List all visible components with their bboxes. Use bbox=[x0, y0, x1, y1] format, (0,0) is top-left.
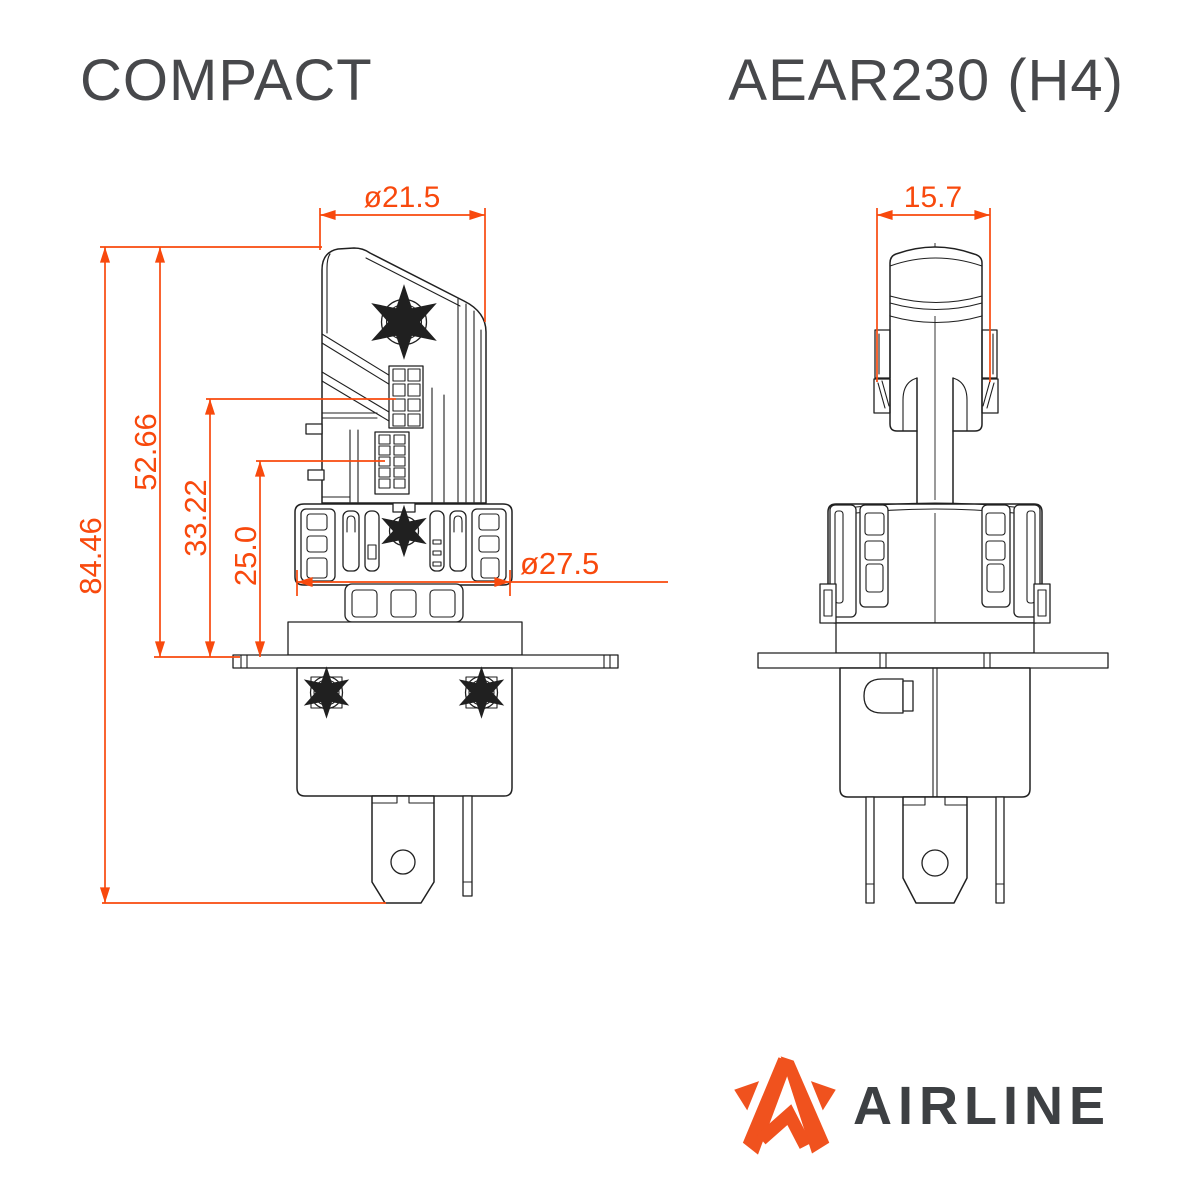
front-view bbox=[232, 247, 619, 904]
brand-logo: AIRLINE bbox=[731, 1056, 1111, 1156]
dimension-label: 52.66 bbox=[128, 413, 163, 491]
dimension-front-mid-height: 33.22 bbox=[178, 398, 396, 657]
torx-screw bbox=[380, 298, 428, 346]
model-title: AEAR230 (H4) bbox=[728, 48, 1124, 113]
dimension-front-upper-height: 52.66 bbox=[128, 246, 166, 657]
torx-screw bbox=[309, 675, 344, 710]
dimension-label: ø27.5 bbox=[520, 546, 599, 581]
dimension-front-total-height: 84.46 bbox=[73, 246, 111, 903]
torx-screw bbox=[464, 675, 499, 710]
dimension-label: 33.22 bbox=[178, 479, 213, 557]
torx-screw bbox=[388, 515, 420, 547]
dimension-label: ø21.5 bbox=[364, 181, 441, 214]
dimension-label: 25.0 bbox=[228, 526, 263, 586]
airline-star-icon bbox=[734, 1056, 836, 1155]
dimension-annotations: ø21.5 84.46 52.66 33.22 bbox=[73, 181, 991, 904]
dimension-front-top-diameter: ø21.5 bbox=[319, 181, 486, 322]
brand-name: AIRLINE bbox=[853, 1076, 1111, 1136]
product-series-title: COMPACT bbox=[80, 48, 373, 113]
dimension-side-top-width: 15.7 bbox=[876, 181, 991, 382]
dimension-front-lower-height: 25.0 bbox=[228, 460, 385, 657]
dimension-label: 15.7 bbox=[904, 181, 962, 214]
side-view bbox=[757, 243, 1109, 904]
dimension-front-collar-diameter: ø27.5 bbox=[296, 546, 668, 596]
dimension-label: 84.46 bbox=[73, 517, 108, 595]
